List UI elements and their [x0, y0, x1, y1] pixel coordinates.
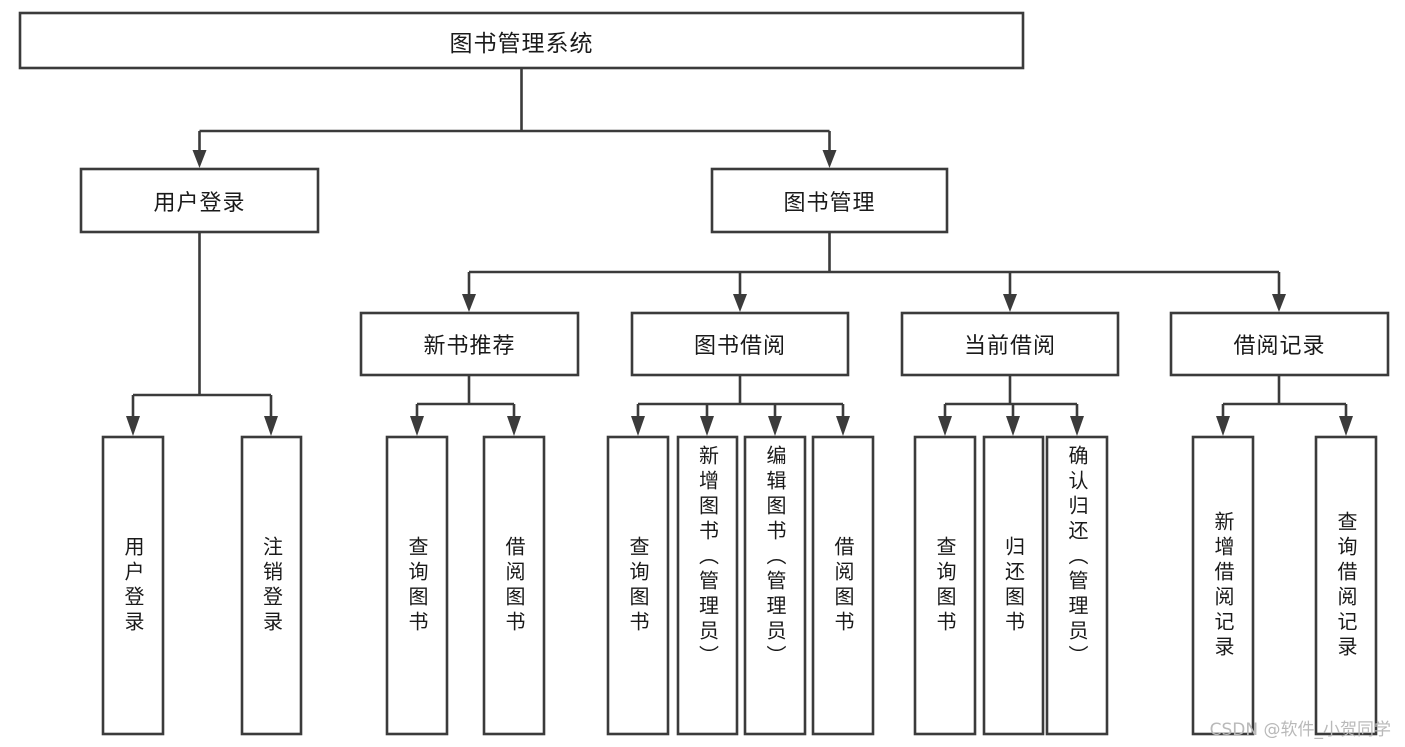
connector-group-user-login	[126, 232, 278, 436]
arrowhead-leaf-query-book-3	[938, 416, 952, 436]
leaf-box-user-logout[interactable]	[240, 435, 303, 736]
leaf-box-query-record[interactable]	[1314, 435, 1378, 736]
arrowhead-leaf-confirm-return	[1070, 416, 1084, 436]
arrowhead-leaf-user-login	[126, 416, 140, 436]
arrowhead-user-login	[192, 150, 207, 168]
arrowhead-borrow-record	[1272, 294, 1286, 312]
arrowhead-leaf-add-book	[700, 416, 714, 436]
arrowhead-leaf-query-record	[1339, 416, 1353, 436]
arrowhead-leaf-query-book-2	[631, 416, 645, 436]
node-box-current-borrow[interactable]	[900, 311, 1120, 377]
node-box-new-book-recommend[interactable]	[359, 311, 580, 377]
leaf-box-confirm-return[interactable]	[1045, 435, 1109, 736]
leaf-box-query-book-2[interactable]	[606, 435, 670, 736]
arrowhead-leaf-edit-book	[768, 416, 782, 436]
leaf-box-borrow-book-2[interactable]	[811, 435, 875, 736]
arrowhead-leaf-borrow-book-2	[836, 416, 850, 436]
arrowhead-new-book-recommend	[462, 294, 476, 312]
leaf-box-query-book-3[interactable]	[913, 435, 977, 736]
leaf-box-user-login[interactable]	[101, 435, 165, 736]
leaf-box-query-book-1[interactable]	[385, 435, 449, 736]
connector-group-root	[192, 68, 837, 168]
connector-group-current-borrow	[938, 375, 1084, 436]
connector-group-book-management	[462, 232, 1286, 312]
arrowhead-leaf-add-record	[1216, 416, 1230, 436]
connector-group-borrow-record	[1216, 375, 1353, 436]
leaf-box-add-book[interactable]	[676, 435, 739, 736]
arrowhead-leaf-borrow-book-1	[507, 416, 521, 436]
arrowhead-leaf-user-logout	[264, 416, 278, 436]
arrowhead-leaf-return-book	[1006, 416, 1020, 436]
leaf-box-add-record[interactable]	[1191, 435, 1255, 736]
leaf-box-return-book[interactable]	[982, 435, 1045, 736]
connector-group-new-book-recommend	[410, 375, 521, 436]
node-box-user-login[interactable]	[79, 167, 320, 234]
node-box-borrow-record[interactable]	[1169, 311, 1390, 377]
node-box-book-management[interactable]	[710, 167, 949, 234]
arrowhead-current-borrow	[1003, 294, 1017, 312]
arrowhead-book-borrow	[733, 294, 747, 312]
node-box-root[interactable]	[18, 11, 1025, 70]
arrowhead-leaf-query-book-1	[410, 416, 424, 436]
leaf-box-borrow-book-1[interactable]	[482, 435, 546, 736]
node-box-book-borrow[interactable]	[630, 311, 850, 377]
leaf-box-edit-book[interactable]	[743, 435, 807, 736]
connector-group-book-borrow	[631, 375, 850, 436]
arrowhead-book-management	[822, 150, 837, 168]
